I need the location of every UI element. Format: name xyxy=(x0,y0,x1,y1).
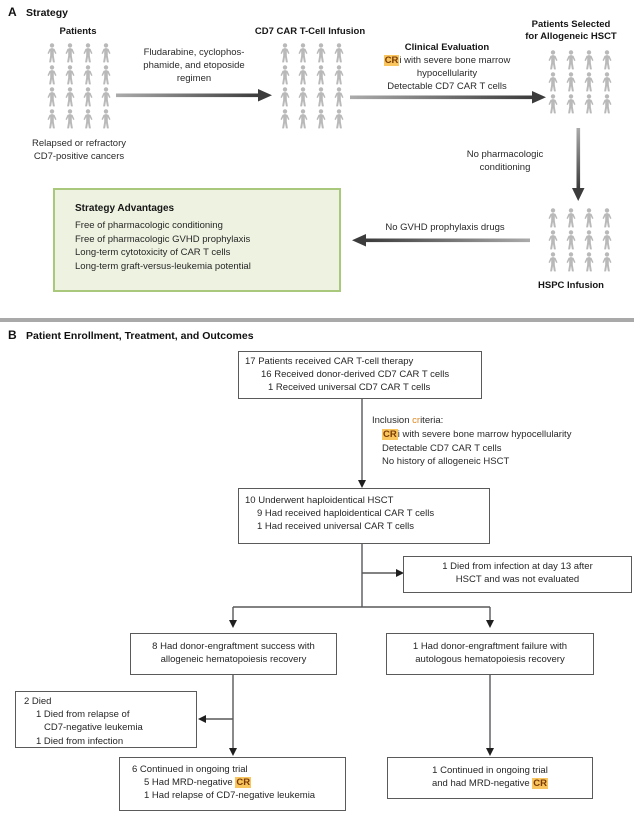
person-icon xyxy=(65,109,75,129)
person-icon xyxy=(584,230,594,250)
person-icon xyxy=(316,43,326,63)
selected-group-label: Patients Selected for Allogeneic HSCT xyxy=(525,19,617,42)
person-icon xyxy=(316,87,326,107)
panel-a-title: Strategy xyxy=(26,7,69,19)
panel-b-tag: B xyxy=(8,328,17,342)
person-icon xyxy=(548,50,558,70)
person-icon xyxy=(602,208,612,228)
person-icon xyxy=(584,72,594,92)
person-icon xyxy=(566,252,576,272)
no-gvhd-label: No GVHD prophylaxis drugs xyxy=(385,222,505,233)
person-icon xyxy=(298,109,308,129)
person-icon xyxy=(298,87,308,107)
person-icon xyxy=(566,94,576,114)
panel-a-tag: A xyxy=(8,5,17,19)
cr-text-match: cr xyxy=(412,415,421,426)
person-icon xyxy=(65,87,75,107)
person-icon xyxy=(548,72,558,92)
person-icon xyxy=(280,87,290,107)
person-icon xyxy=(83,65,93,85)
box-car-t-therapy: 17 Patients received CAR T-cell therapy … xyxy=(238,351,482,399)
hspc-group-label: HSPC Infusion xyxy=(538,280,604,291)
patients-caption: Relapsed or refractory CD7-positive canc… xyxy=(32,138,126,162)
panel-divider xyxy=(0,318,634,322)
box-two-died: 2 Died 1 Died from relapse of CD7-negati… xyxy=(15,691,197,748)
person-icon xyxy=(65,65,75,85)
person-icon xyxy=(101,109,111,129)
box-haplo-hsct: 10 Underwent haploidentical HSCT 9 Had r… xyxy=(238,488,490,544)
strategy-advantages-box: Strategy Advantages Free of pharmacologi… xyxy=(53,188,341,292)
person-icon xyxy=(334,87,344,107)
inclusion-criteria: Inclusion criteria: CRi with severe bone… xyxy=(372,415,572,468)
clinical-evaluation-label: Clinical Evaluation CRi with severe bone… xyxy=(383,42,511,92)
person-icon xyxy=(334,65,344,85)
chemo-arrow-label: Fludarabine, cyclophos- phamide, and eto… xyxy=(143,47,245,84)
arrow-no-conditioning xyxy=(572,128,585,201)
person-grid-infusion xyxy=(278,43,346,129)
person-icon xyxy=(584,94,594,114)
person-icon xyxy=(566,230,576,250)
person-icon xyxy=(101,43,111,63)
person-icon xyxy=(334,109,344,129)
cr-highlight: CR xyxy=(383,55,400,66)
person-icon xyxy=(566,72,576,92)
person-icon xyxy=(280,65,290,85)
person-grid-selected xyxy=(546,50,614,114)
advantages-title: Strategy Advantages xyxy=(75,203,175,214)
person-icon xyxy=(602,230,612,250)
person-icon xyxy=(101,65,111,85)
person-icon xyxy=(548,94,558,114)
person-grid-patients xyxy=(45,43,113,129)
cr-highlight: CR xyxy=(532,778,549,790)
person-icon xyxy=(83,43,93,63)
person-icon xyxy=(602,94,612,114)
cr-highlight: CR xyxy=(382,428,398,440)
person-icon xyxy=(83,109,93,129)
person-icon xyxy=(602,252,612,272)
box-ongoing-one: 1 Continued in ongoing trial and had MRD… xyxy=(387,757,593,799)
person-icon xyxy=(47,65,57,85)
person-icon xyxy=(280,109,290,129)
panel-b-title: Patient Enrollment, Treatment, and Outco… xyxy=(26,330,254,342)
person-icon xyxy=(584,50,594,70)
person-icon xyxy=(602,50,612,70)
box-died-day13: 1 Died from infection at day 13 after HS… xyxy=(403,556,632,593)
person-icon xyxy=(566,50,576,70)
person-icon xyxy=(548,252,558,272)
infusion-group-label: CD7 CAR T-Cell Infusion xyxy=(254,26,366,37)
arrow-no-gvhd-prophylaxis xyxy=(352,234,530,247)
person-icon xyxy=(548,208,558,228)
person-icon xyxy=(65,43,75,63)
patients-group-label: Patients xyxy=(59,26,97,37)
person-icon xyxy=(334,43,344,63)
person-icon xyxy=(548,230,558,250)
person-icon xyxy=(101,87,111,107)
cr-highlight: CR xyxy=(235,777,252,789)
person-icon xyxy=(47,109,57,129)
person-icon xyxy=(316,65,326,85)
box-engraftment-failure: 1 Had donor-engraftment failure with aut… xyxy=(386,633,594,675)
person-icon xyxy=(47,87,57,107)
person-icon xyxy=(584,252,594,272)
box-engraftment-success: 8 Had donor-engraftment success with all… xyxy=(130,633,337,675)
no-conditioning-label: No pharmacologic conditioning xyxy=(466,149,544,173)
arrow-chemo-regimen xyxy=(116,89,272,102)
person-icon xyxy=(83,87,93,107)
person-icon xyxy=(584,208,594,228)
person-icon xyxy=(298,65,308,85)
person-grid-hspc xyxy=(546,208,614,272)
person-icon xyxy=(280,43,290,63)
person-icon xyxy=(566,208,576,228)
person-icon xyxy=(316,109,326,129)
box-ongoing-six: 6 Continued in ongoing trial 5 Had MRD-n… xyxy=(119,757,346,811)
person-icon xyxy=(298,43,308,63)
person-icon xyxy=(602,72,612,92)
person-icon xyxy=(47,43,57,63)
